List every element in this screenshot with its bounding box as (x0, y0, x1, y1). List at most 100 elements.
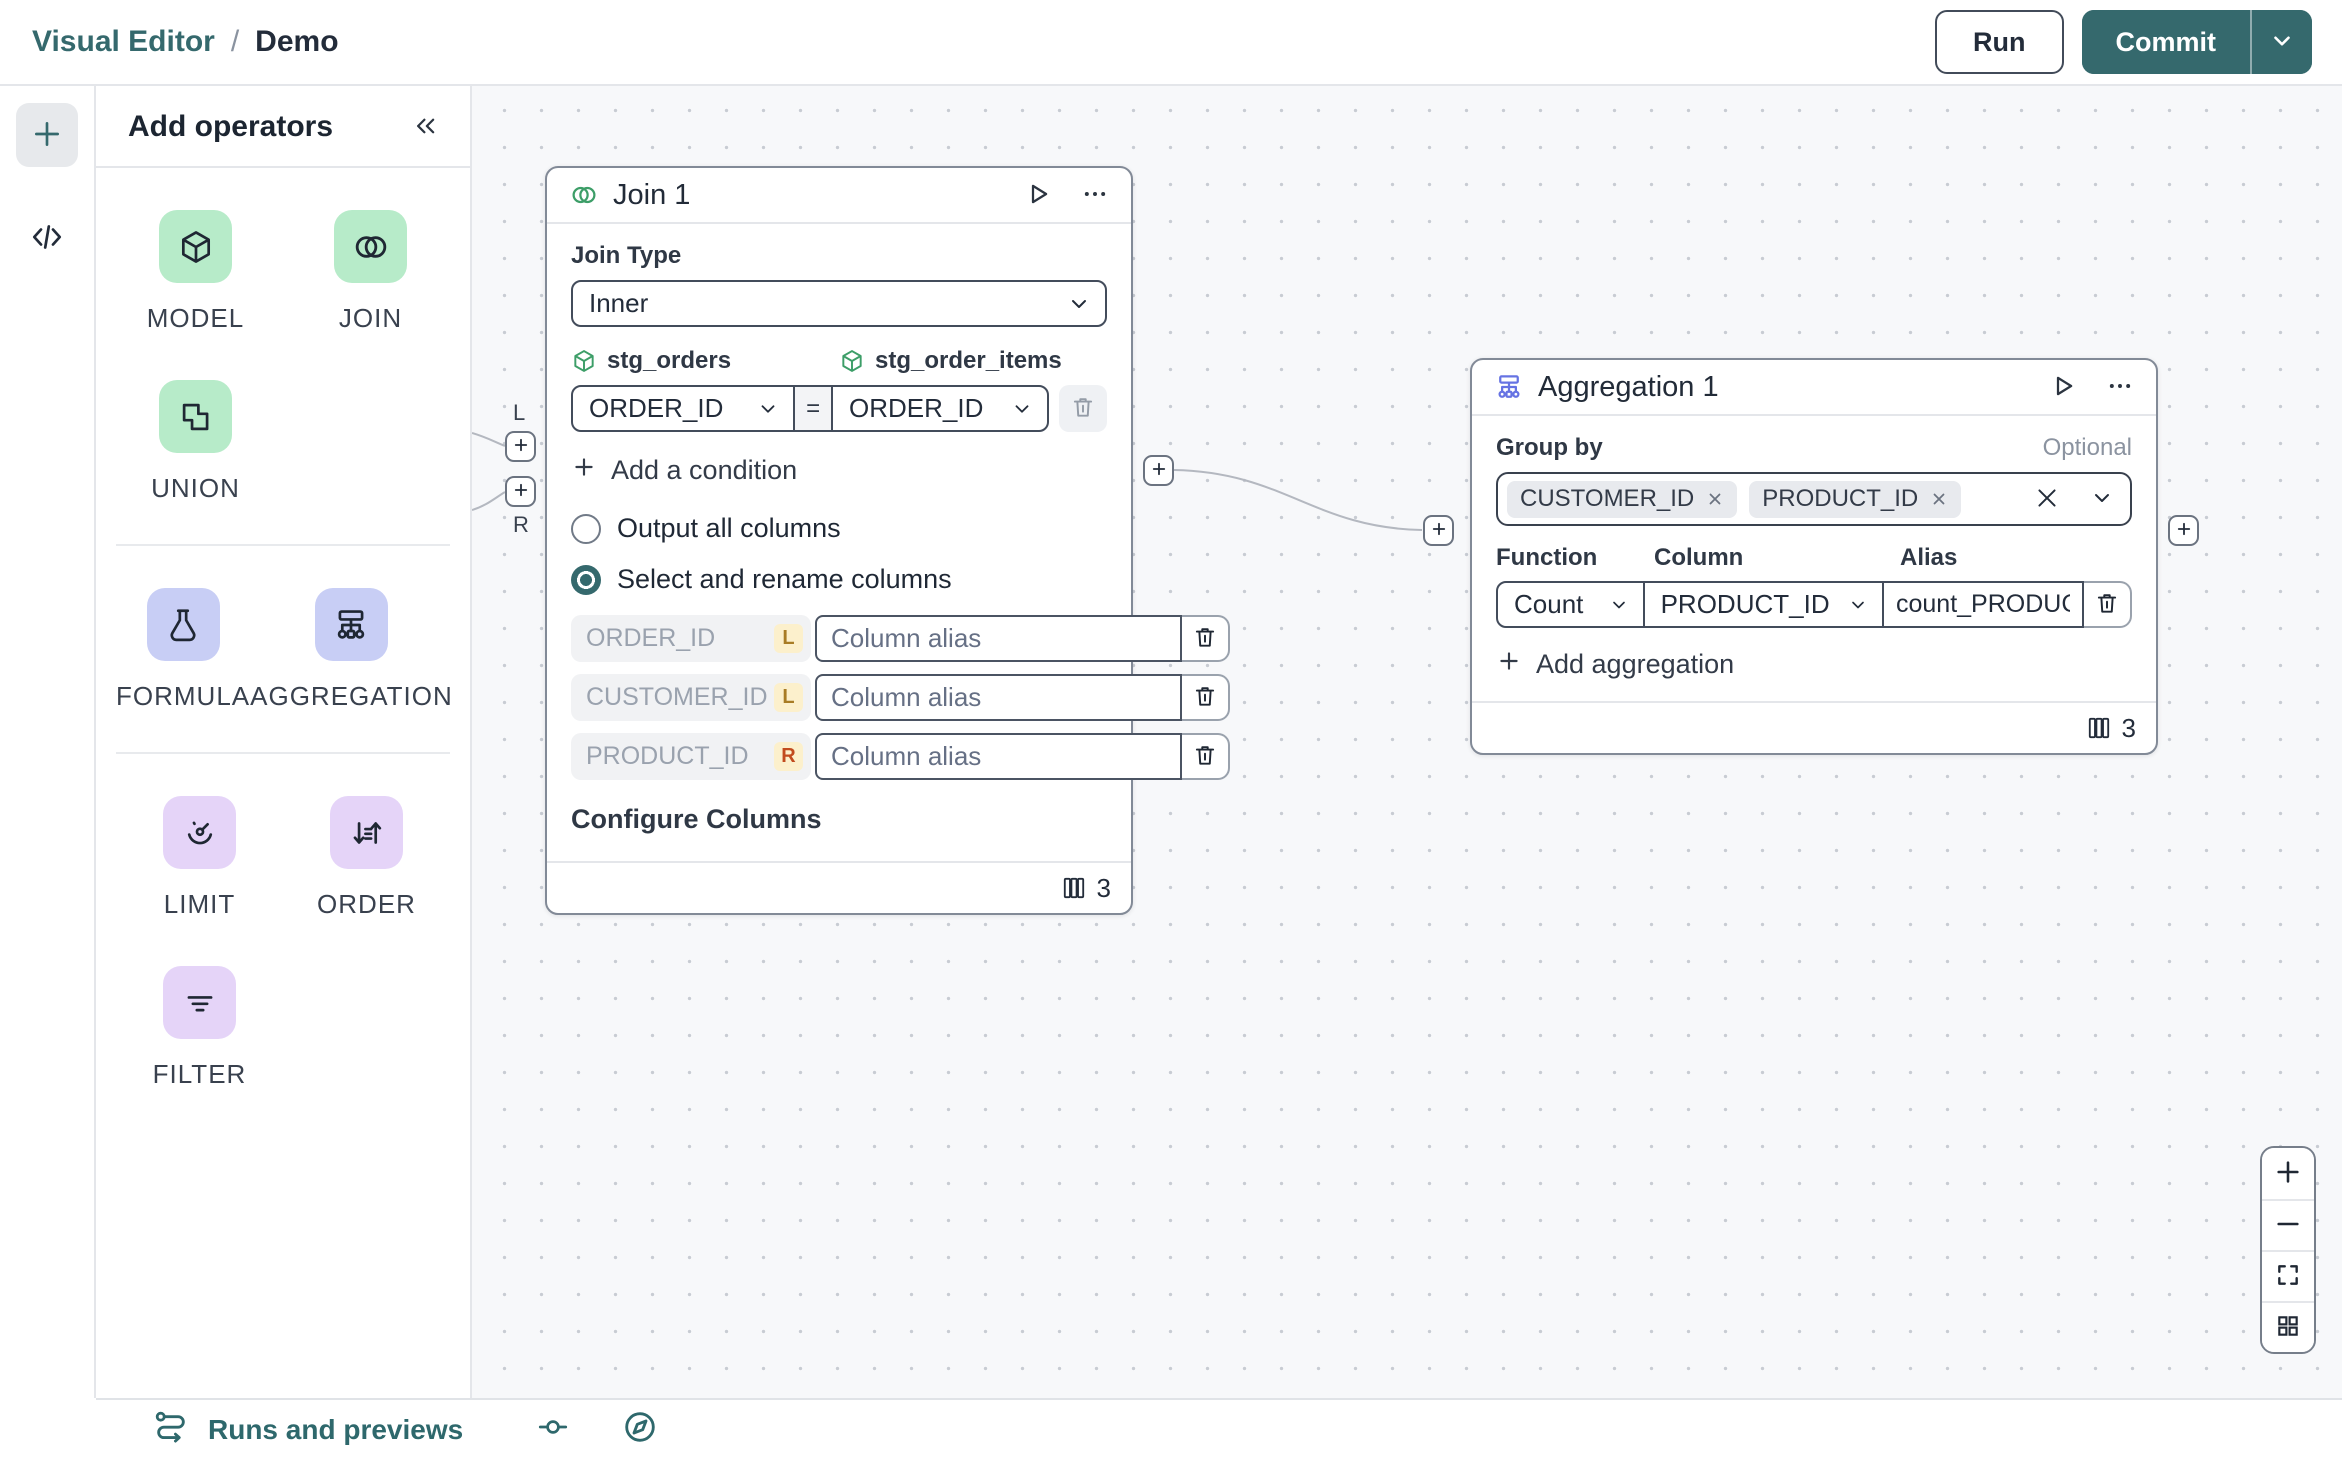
join-venn-icon (334, 210, 407, 283)
git-commit-icon (535, 1409, 571, 1452)
join-node[interactable]: Join 1 Join Type Inner (545, 166, 1230, 915)
radio-unselected-icon (571, 513, 601, 544)
zoom-in-button[interactable] (2262, 1148, 2314, 1199)
code-view-button[interactable] (29, 219, 65, 258)
minus-icon (2274, 1210, 2302, 1241)
model-cube-icon (159, 210, 232, 283)
aggregation-output-handle[interactable] (2168, 515, 2199, 546)
configure-columns-button[interactable]: Configure Columns (571, 804, 822, 834)
add-condition-button[interactable]: Add a condition (571, 454, 797, 487)
side-badge: L (774, 624, 803, 653)
delete-aggregation-button[interactable] (2084, 581, 2132, 628)
delete-column-button[interactable] (1182, 733, 1230, 780)
select-rename-columns-radio[interactable]: Select and rename columns (571, 564, 1107, 595)
limit-gauge-icon (163, 796, 236, 869)
column-source-pill: PRODUCT_ID R (571, 733, 811, 780)
aggregation-input-handle[interactable] (1423, 515, 1454, 546)
join-node-header[interactable]: Join 1 (547, 168, 1131, 224)
group-by-multiselect[interactable]: CUSTOMER_ID PRODUCT_ID (1496, 472, 2132, 526)
trash-icon (1192, 683, 1218, 712)
trash-icon (1192, 624, 1218, 653)
trash-icon (1192, 742, 1218, 771)
delete-column-button[interactable] (1182, 674, 1230, 721)
remove-chip-icon[interactable] (1706, 490, 1724, 508)
add-aggregation-button[interactable]: Add aggregation (1496, 648, 1734, 681)
delete-condition-button[interactable] (1059, 385, 1107, 432)
fullscreen-icon (2275, 1262, 2301, 1291)
join-output-handle[interactable] (1143, 455, 1174, 486)
join-type-select[interactable]: Inner (571, 280, 1107, 327)
chevrons-left-icon (410, 111, 440, 144)
layout-grid-button[interactable] (2262, 1301, 2314, 1352)
delete-column-button[interactable] (1182, 615, 1230, 662)
operator-label: AGGREGATION (250, 681, 453, 711)
commit-node-button[interactable] (535, 1409, 571, 1452)
left-source-label: stg_orders (571, 347, 839, 375)
commit-button[interactable]: Commit (2081, 10, 2250, 74)
fit-view-button[interactable] (2262, 1250, 2314, 1301)
aggregation-node-header[interactable]: Aggregation 1 (1472, 360, 2156, 416)
grid-icon (2275, 1313, 2301, 1342)
operator-label: FORMULA (116, 681, 251, 711)
edge-into-join-left (472, 432, 506, 447)
column-alias-input[interactable] (815, 674, 1182, 721)
run-node-button[interactable] (2048, 371, 2078, 404)
breadcrumb-visual-editor-link[interactable]: Visual Editor (32, 25, 215, 58)
operator-label: UNION (151, 473, 240, 503)
run-node-button[interactable] (1023, 179, 1053, 212)
column-alias-input[interactable] (815, 615, 1182, 662)
column-alias-input[interactable] (815, 733, 1182, 780)
column-header: Column (1654, 544, 1744, 571)
zoom-out-button[interactable] (2262, 1199, 2314, 1250)
node-menu-button[interactable] (1081, 180, 1109, 211)
group-by-chip: PRODUCT_ID (1749, 480, 1962, 518)
clear-group-by-button[interactable] (2034, 485, 2060, 514)
group-by-chip: CUSTOMER_ID (1507, 480, 1738, 518)
remove-chip-icon[interactable] (1930, 490, 1948, 508)
operator-order[interactable]: ORDER (283, 796, 450, 920)
optional-label: Optional (2042, 434, 2132, 461)
aggregation-node-footer: 3 (1472, 701, 2156, 753)
join-type-label: Join Type (571, 242, 682, 269)
join-condition-row: ORDER_ID = ORDER_ID (571, 385, 1107, 432)
operator-join[interactable]: JOIN (283, 210, 458, 334)
add-node-button[interactable] (16, 103, 78, 167)
operator-formula[interactable]: FORMULA (116, 588, 250, 712)
operator-filter[interactable]: FILTER (116, 966, 283, 1090)
join-input-handle-left[interactable] (505, 431, 536, 462)
chevron-down-icon (1848, 595, 1868, 615)
aggregation-row: Count PRODUCT_ID (1496, 581, 2132, 628)
left-column-select[interactable]: ORDER_ID (571, 385, 796, 432)
chevron-down-icon (1011, 398, 1033, 420)
runs-and-previews-button[interactable]: Runs and previews (152, 1408, 463, 1453)
aggregation-column-select[interactable]: PRODUCT_ID (1644, 581, 1884, 628)
aggregation-tree-icon (1494, 372, 1524, 402)
chevron-down-icon (2269, 28, 2295, 57)
commit-dropdown-button[interactable] (2250, 10, 2312, 74)
compass-button[interactable] (621, 1408, 659, 1453)
right-column-select[interactable]: ORDER_ID (831, 385, 1050, 432)
join-left-handle-label: L (513, 400, 526, 425)
formula-flask-icon (146, 588, 220, 661)
close-icon (2034, 485, 2060, 514)
operator-union[interactable]: UNION (108, 380, 283, 504)
function-select[interactable]: Count (1496, 581, 1645, 628)
radio-selected-icon (571, 564, 601, 595)
aggregation-alias-input[interactable] (1884, 581, 2084, 628)
node-menu-button[interactable] (2106, 372, 2134, 403)
plus-icon (512, 436, 530, 457)
join-input-handle-right[interactable] (505, 476, 536, 507)
canvas[interactable]: L R Join 1 (472, 86, 2342, 1398)
header-actions: Run Commit (1935, 10, 2312, 74)
output-all-columns-radio[interactable]: Output all columns (571, 513, 1107, 544)
operator-aggregation[interactable]: AGGREGATION (250, 588, 453, 712)
chevron-down-icon (1609, 595, 1629, 615)
aggregation-node[interactable]: Aggregation 1 Group by Optional (1470, 358, 2158, 755)
run-button[interactable]: Run (1935, 10, 2064, 74)
collapse-panel-button[interactable] (410, 111, 440, 144)
open-group-by-dropdown-button[interactable] (2090, 486, 2114, 513)
operator-model[interactable]: MODEL (108, 210, 283, 334)
operator-limit[interactable]: LIMIT (116, 796, 283, 920)
plus-icon (2175, 520, 2193, 541)
add-operators-panel: Add operators MODEL JOIN (96, 86, 472, 1398)
